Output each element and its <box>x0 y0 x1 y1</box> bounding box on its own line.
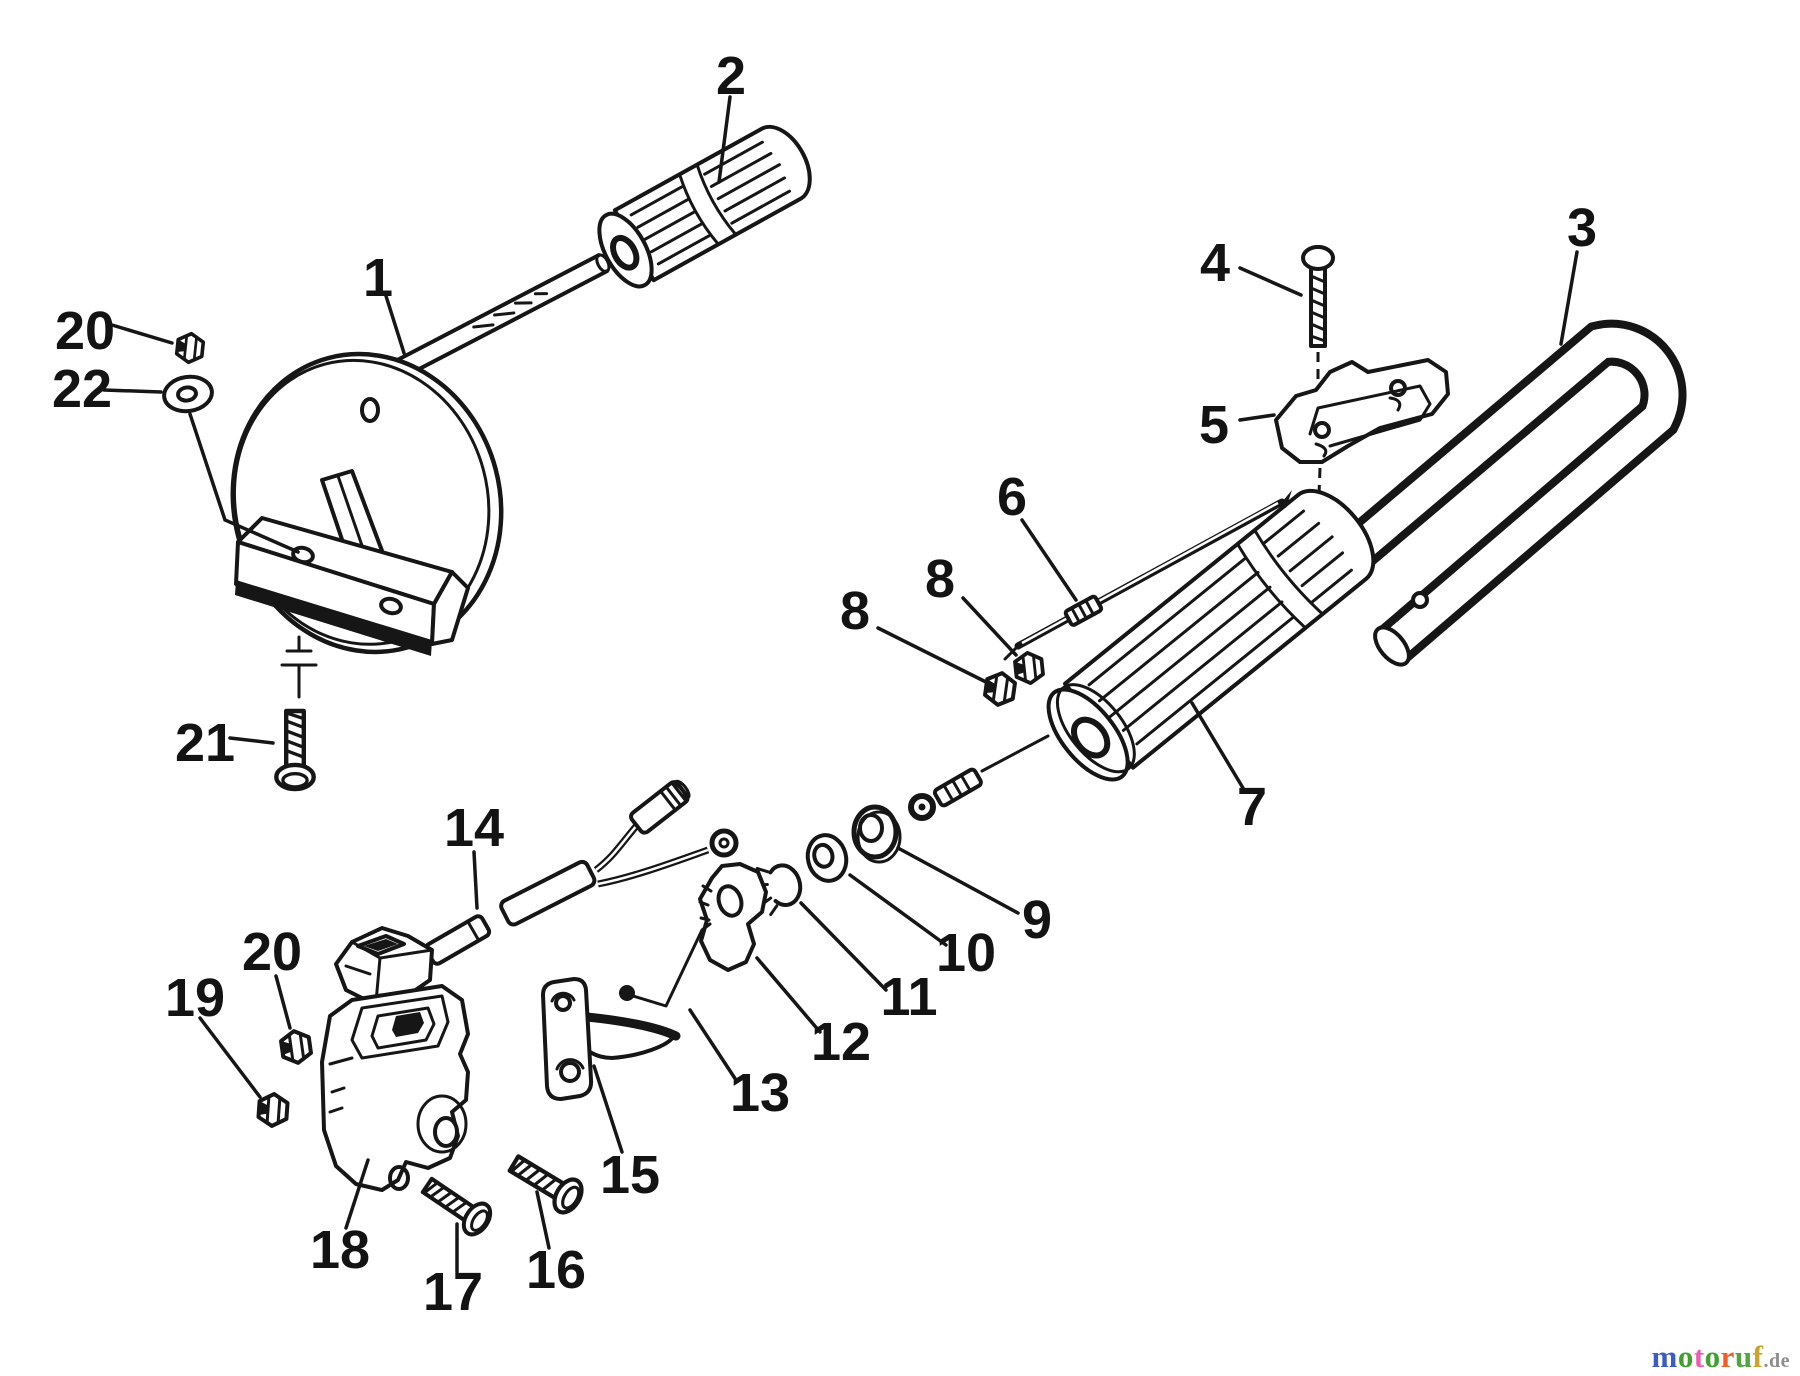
leader-lines <box>102 95 1579 1274</box>
part-8-nuts <box>981 649 1046 709</box>
callout-labels: 1 2 3 4 5 6 7 8 8 9 10 11 12 13 14 15 16… <box>52 46 1597 1322</box>
watermark-suffix: .de <box>1763 1350 1790 1372</box>
part-19-nut <box>255 1091 291 1129</box>
callout-11: 11 <box>880 967 937 1027</box>
harness-sheath <box>499 859 597 927</box>
watermark-letter: m <box>1651 1339 1678 1374</box>
watermark-letter: u <box>1734 1339 1753 1374</box>
watermark-letter: t <box>1693 1339 1705 1374</box>
callout-22: 22 <box>52 359 112 419</box>
part-8-nut-a <box>981 669 1019 709</box>
washer-position-line <box>188 412 300 554</box>
part-9-bushing-ring <box>851 804 902 864</box>
part-18-switch-housing <box>320 984 470 1192</box>
callout-13: 13 <box>730 1063 790 1123</box>
callout-21: 21 <box>175 713 235 773</box>
part-20-nut-top <box>174 330 206 366</box>
part-6-throttle-cable <box>1003 490 1292 661</box>
cable-end-fitting <box>908 734 1050 821</box>
callout-2: 2 <box>716 46 746 106</box>
watermark-letter: o <box>1677 1339 1694 1374</box>
part-21-screw <box>276 711 313 789</box>
watermark-motoruf: motoruf.de <box>1652 1341 1791 1372</box>
callout-15: 15 <box>600 1145 660 1205</box>
part-12-cam-lever <box>698 862 768 972</box>
callout-6: 6 <box>997 467 1027 527</box>
part-20-nut-bottom <box>277 1027 315 1067</box>
harness-barrel <box>424 914 492 966</box>
callout-3: 3 <box>1567 198 1597 258</box>
part-10-washer <box>805 833 849 883</box>
harness-connector-block <box>334 926 434 1006</box>
callout-7: 7 <box>1237 777 1267 837</box>
callout-9: 9 <box>1022 890 1052 950</box>
callout-19: 19 <box>165 968 225 1028</box>
part-15-throttle-trigger <box>541 977 681 1101</box>
part-1-front-handle-bracket <box>230 253 611 699</box>
part-2-handle-grip <box>597 124 812 289</box>
part-8-nut-b <box>1012 649 1046 687</box>
part-22-washer <box>162 374 300 554</box>
callout-1: 1 <box>363 248 393 308</box>
callout-5: 5 <box>1199 395 1229 455</box>
part-14-wire-harness <box>334 779 739 1006</box>
callout-14: 14 <box>444 798 504 858</box>
part-13-link-wire <box>619 922 712 1008</box>
callout-4: 4 <box>1200 233 1230 293</box>
callout-16: 16 <box>526 1240 586 1300</box>
callout-10: 10 <box>936 923 996 983</box>
part-7-shaft-grip <box>1046 488 1376 782</box>
watermark-letter: f <box>1752 1339 1764 1374</box>
callout-20b: 20 <box>242 922 302 982</box>
harness-boot-end <box>629 779 691 835</box>
part-16-screw <box>505 1148 587 1217</box>
callout-17: 17 <box>423 1262 483 1322</box>
part-4-clamp-bolt <box>1301 244 1335 386</box>
callout-18: 18 <box>310 1220 370 1280</box>
callout-8a: 8 <box>925 549 955 609</box>
callout-20t: 20 <box>55 301 115 361</box>
part-5-clamp-plate <box>1274 358 1450 549</box>
watermark-letter: r <box>1720 1339 1735 1374</box>
watermark-letter: o <box>1704 1339 1721 1374</box>
harness-ring-terminal <box>709 828 739 858</box>
callout-12: 12 <box>811 1012 871 1072</box>
callout-8b: 8 <box>840 581 870 641</box>
